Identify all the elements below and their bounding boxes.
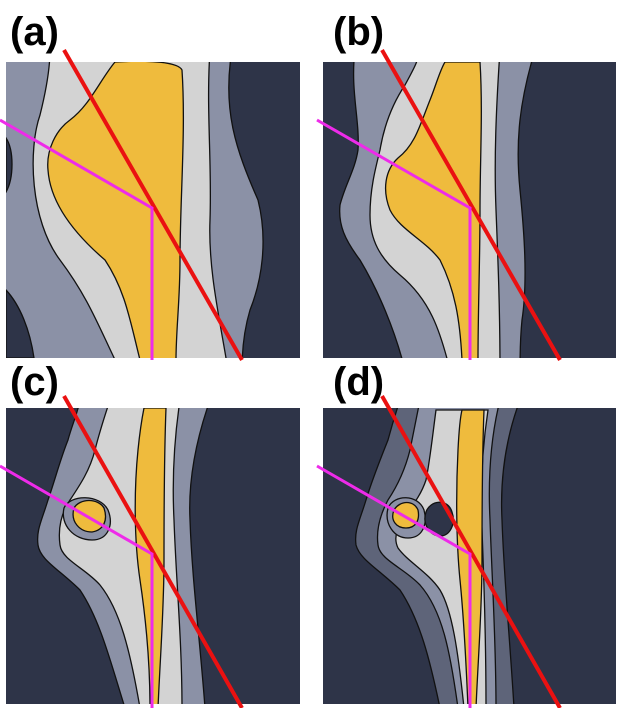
panel-a-core <box>47 62 185 358</box>
panel-b-magenta-line <box>316 118 472 360</box>
panel-a-dark-notch <box>6 136 13 194</box>
panel-label-a: (a) <box>10 10 59 54</box>
panel-d-magenta-line <box>316 464 472 708</box>
panel-a <box>6 62 300 358</box>
panel-b-red-line <box>380 49 562 361</box>
panel-label-d: (d) <box>333 360 385 404</box>
panel-label-c: (c) <box>10 360 59 404</box>
panel-a-magenta-line <box>0 118 154 360</box>
panel-b <box>323 62 616 358</box>
panel-a-dark-lower-left <box>6 289 35 358</box>
panel-label-b: (b) <box>333 10 385 54</box>
panel-d-red-line <box>380 395 562 708</box>
panel-c-magenta-line <box>0 464 154 708</box>
panel-a-red-line <box>62 49 244 361</box>
panel-b-core <box>384 62 482 358</box>
panel-c <box>6 408 300 704</box>
panel-c-red-line <box>62 395 244 708</box>
